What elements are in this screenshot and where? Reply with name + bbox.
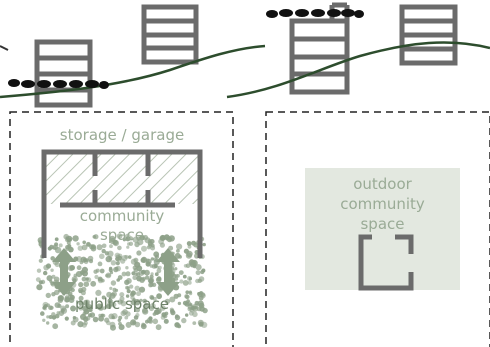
left-edge-tick [0, 45, 9, 51]
floor-plan-walls [41, 149, 203, 258]
outdoor-enclosure-walls [358, 234, 414, 291]
shrub-row-icon [266, 9, 364, 18]
community-space-label-line1: community [79, 207, 165, 225]
shrub-row-icon [8, 79, 109, 89]
building-icon [399, 4, 458, 66]
storage-garage-label: storage / garage [59, 126, 185, 144]
outdoor-label-line2: community [340, 195, 425, 213]
public-space-label: public space [75, 295, 169, 313]
plot-boundary-left [9, 111, 234, 347]
building-icon [34, 39, 93, 108]
terrain-line [0, 44, 266, 99]
storage-hatch-area [44, 152, 200, 204]
double-arrow-icon [52, 248, 76, 296]
outdoor-label-line1: outdoor [353, 175, 412, 193]
building-icon [141, 4, 199, 65]
community-space-label-line2: space [99, 226, 144, 244]
outdoor-label-line3: space [360, 215, 405, 233]
terrain-line [226, 41, 490, 99]
outdoor-community-area [305, 168, 460, 290]
double-arrow-icon [156, 248, 180, 296]
plot-boundary-right [265, 111, 490, 347]
